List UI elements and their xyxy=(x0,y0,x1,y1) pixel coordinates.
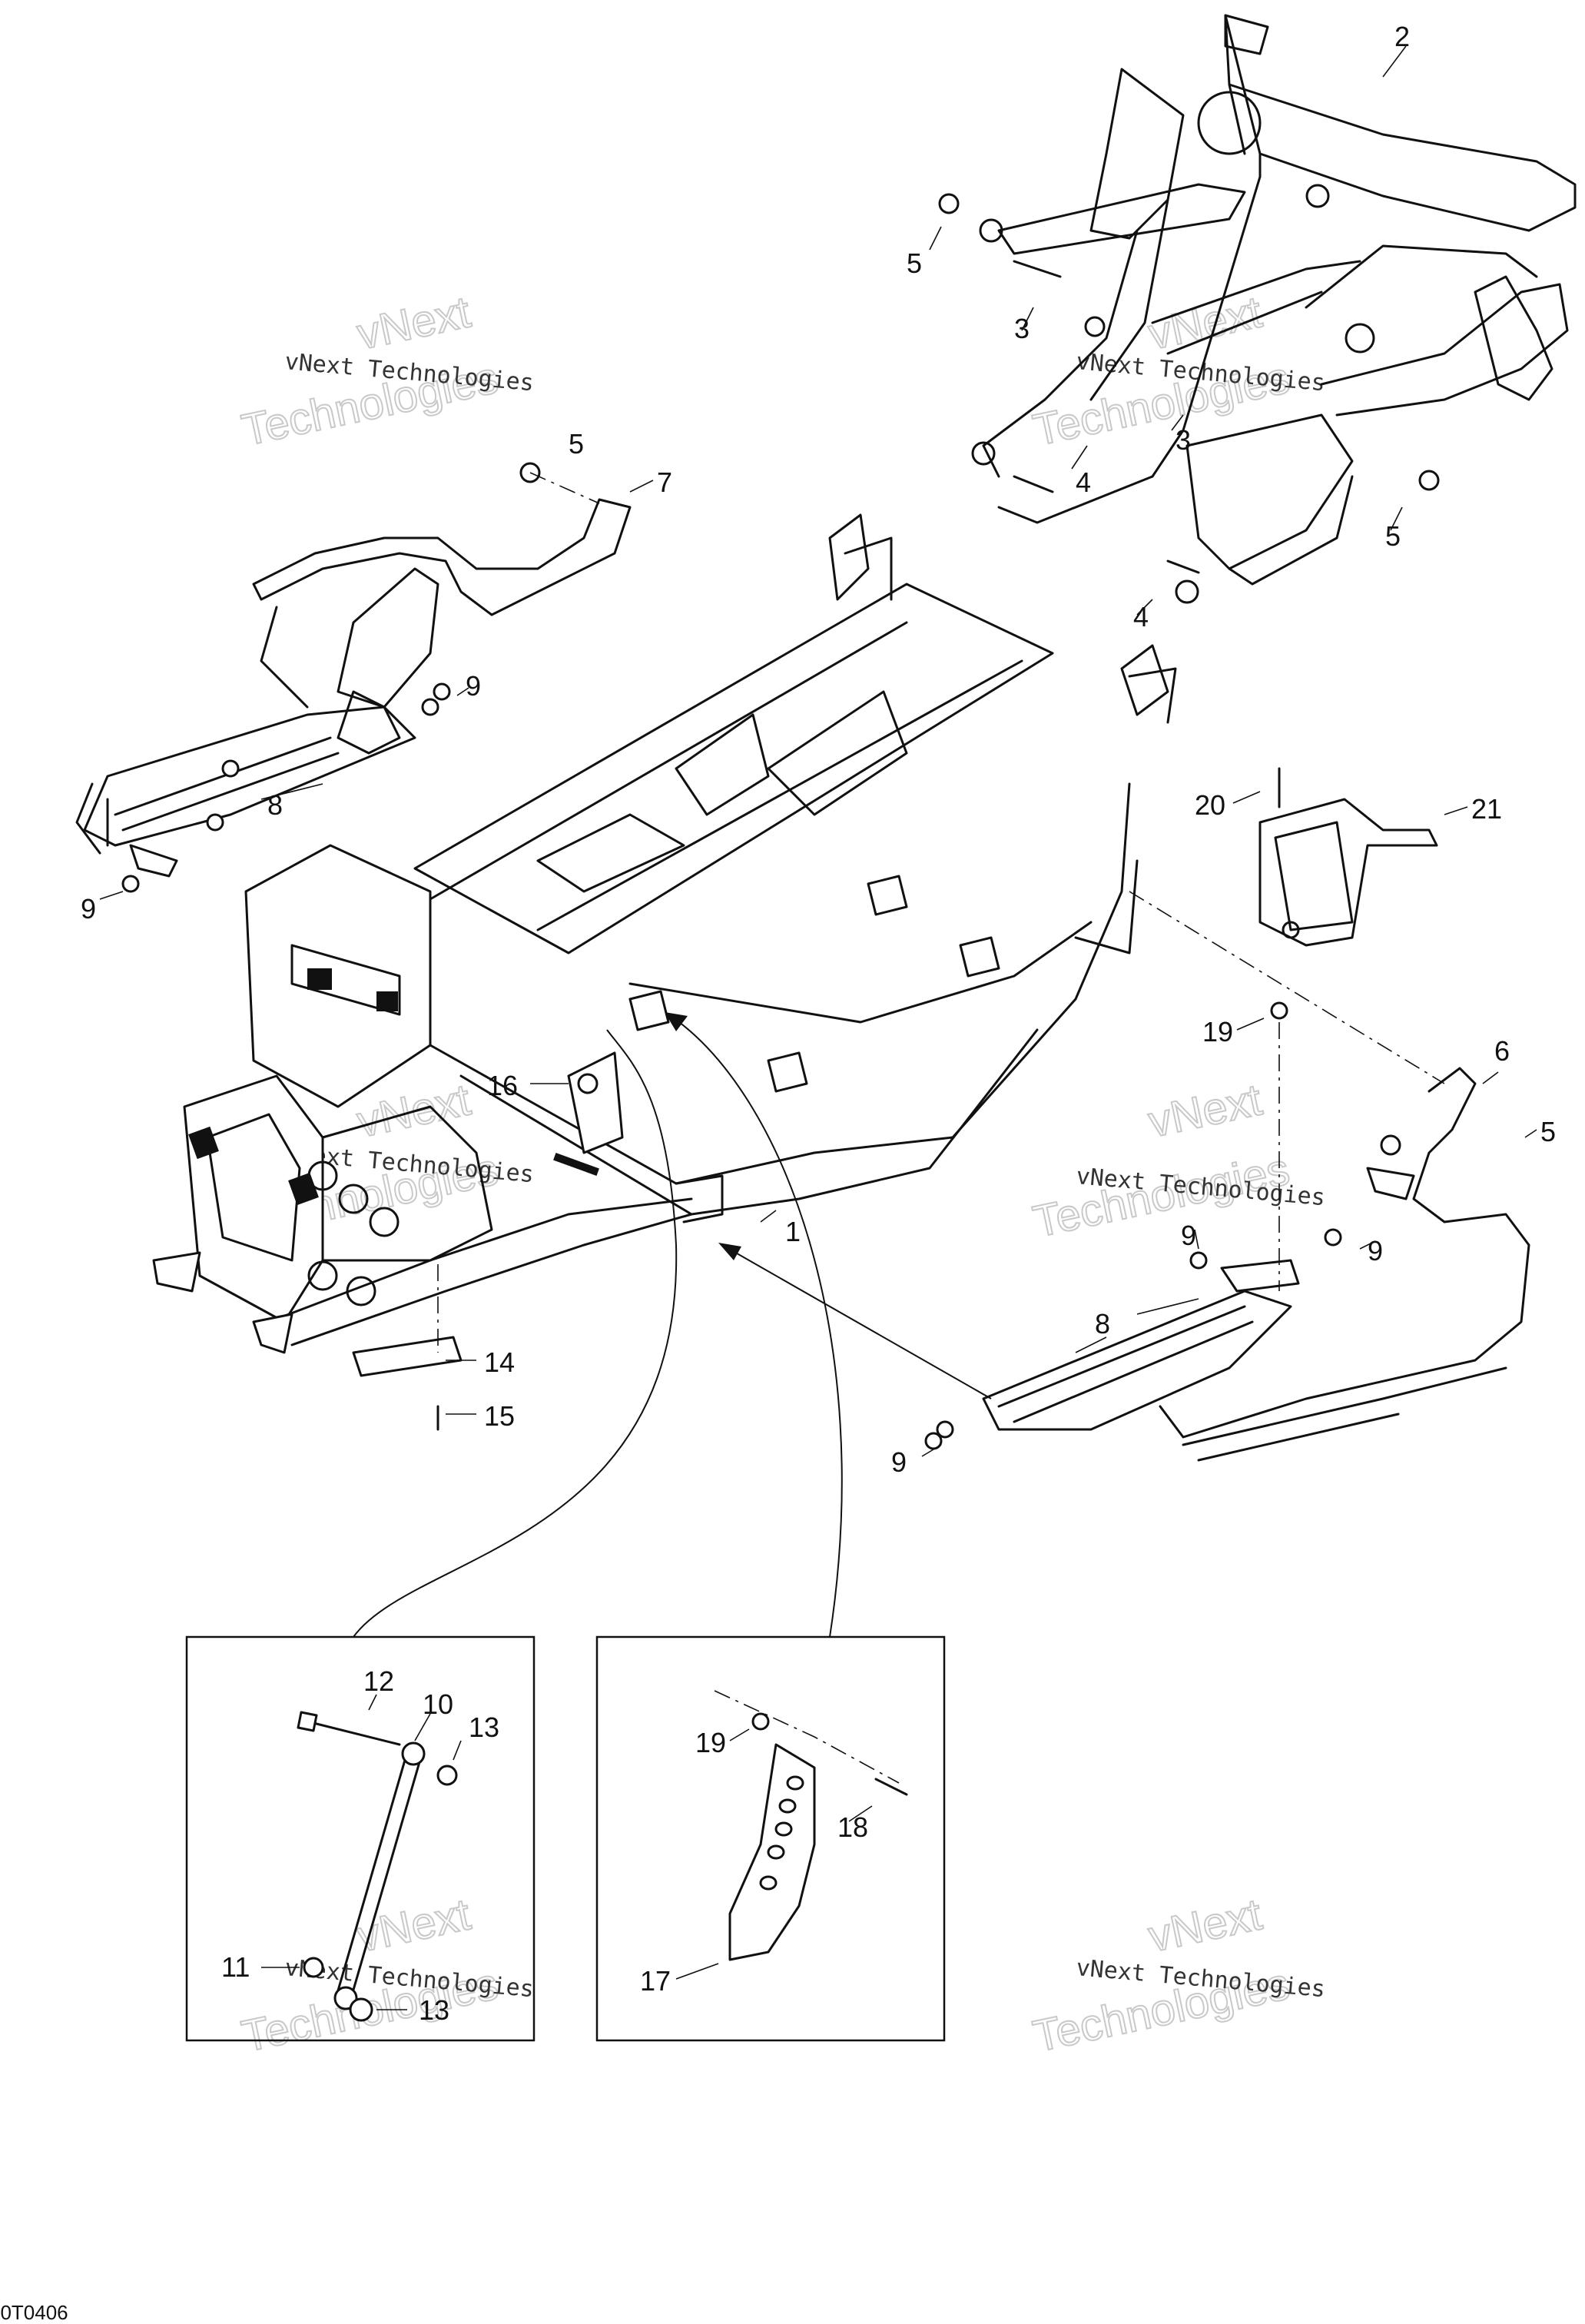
detail-box-left xyxy=(185,1635,536,2042)
callout-5: 5 xyxy=(569,428,584,460)
callout-19: 19 xyxy=(695,1727,726,1758)
callout-4: 4 xyxy=(1076,466,1091,498)
callout-9: 9 xyxy=(1181,1220,1196,1251)
watermark-mid-right: vNext Technologies vNext Technologies xyxy=(1028,1074,1326,1247)
callout-3: 3 xyxy=(1014,313,1030,344)
callout-18: 18 xyxy=(837,1811,868,1843)
callout-13: 13 xyxy=(419,1994,449,2026)
callout-11: 11 xyxy=(221,1951,250,1983)
callout-8: 8 xyxy=(267,789,283,821)
callout-21: 21 xyxy=(1471,793,1502,825)
right-footrest xyxy=(982,1067,1530,1462)
callout-9: 9 xyxy=(891,1446,907,1478)
watermark-bottom-right: vNext Technologies vNext Technologies xyxy=(1028,1888,1326,2062)
callout-4: 4 xyxy=(1133,601,1149,632)
callout-9: 9 xyxy=(1368,1235,1383,1267)
callout-13: 13 xyxy=(469,1711,499,1743)
callout-17: 17 xyxy=(640,1965,671,1997)
watermark-bottom-left: vNext Technologies vNext Technologies xyxy=(237,1888,535,2062)
callout-8: 8 xyxy=(1095,1308,1110,1340)
watermark-top-left: vNext Technologies vNext Technologies xyxy=(237,286,535,456)
watermark-big-line1: vNext xyxy=(1144,1074,1266,1147)
left-footrest xyxy=(75,498,632,878)
main-frame xyxy=(152,513,1177,1354)
rear-subframe xyxy=(971,14,1577,604)
callout-16: 16 xyxy=(487,1070,518,1101)
watermark-big-line1: vNext xyxy=(353,287,475,359)
figure-code: 80T0406 xyxy=(0,2301,68,2324)
callout-12: 12 xyxy=(363,1665,394,1697)
callout-19: 19 xyxy=(1202,1016,1233,1047)
callout-20: 20 xyxy=(1195,789,1225,821)
callout-6: 6 xyxy=(1494,1035,1510,1067)
callout-9: 9 xyxy=(466,670,481,702)
bracket-21 xyxy=(1258,798,1438,947)
fasteners xyxy=(121,193,1440,1450)
callout-1: 1 xyxy=(785,1216,801,1247)
detail-box-right xyxy=(595,1635,946,2042)
callout-14: 14 xyxy=(484,1346,515,1378)
callout-5: 5 xyxy=(1540,1116,1556,1147)
callout-15: 15 xyxy=(484,1400,515,1432)
watermark-big-line1: vNext xyxy=(1144,1889,1266,1961)
leader-lines xyxy=(99,45,1537,1638)
watermark-big-line1: vNext xyxy=(1144,287,1266,359)
callout-5: 5 xyxy=(907,247,922,279)
callout-10: 10 xyxy=(423,1688,453,1720)
callout-9: 9 xyxy=(81,893,96,925)
callout-2: 2 xyxy=(1394,21,1410,52)
callout-5: 5 xyxy=(1385,520,1401,552)
callouts: 2 5 3 3 4 4 5 5 7 9 8 9 20 21 19 6 5 16 … xyxy=(81,21,1556,2026)
callout-3: 3 xyxy=(1175,424,1191,456)
callout-7: 7 xyxy=(657,466,672,498)
